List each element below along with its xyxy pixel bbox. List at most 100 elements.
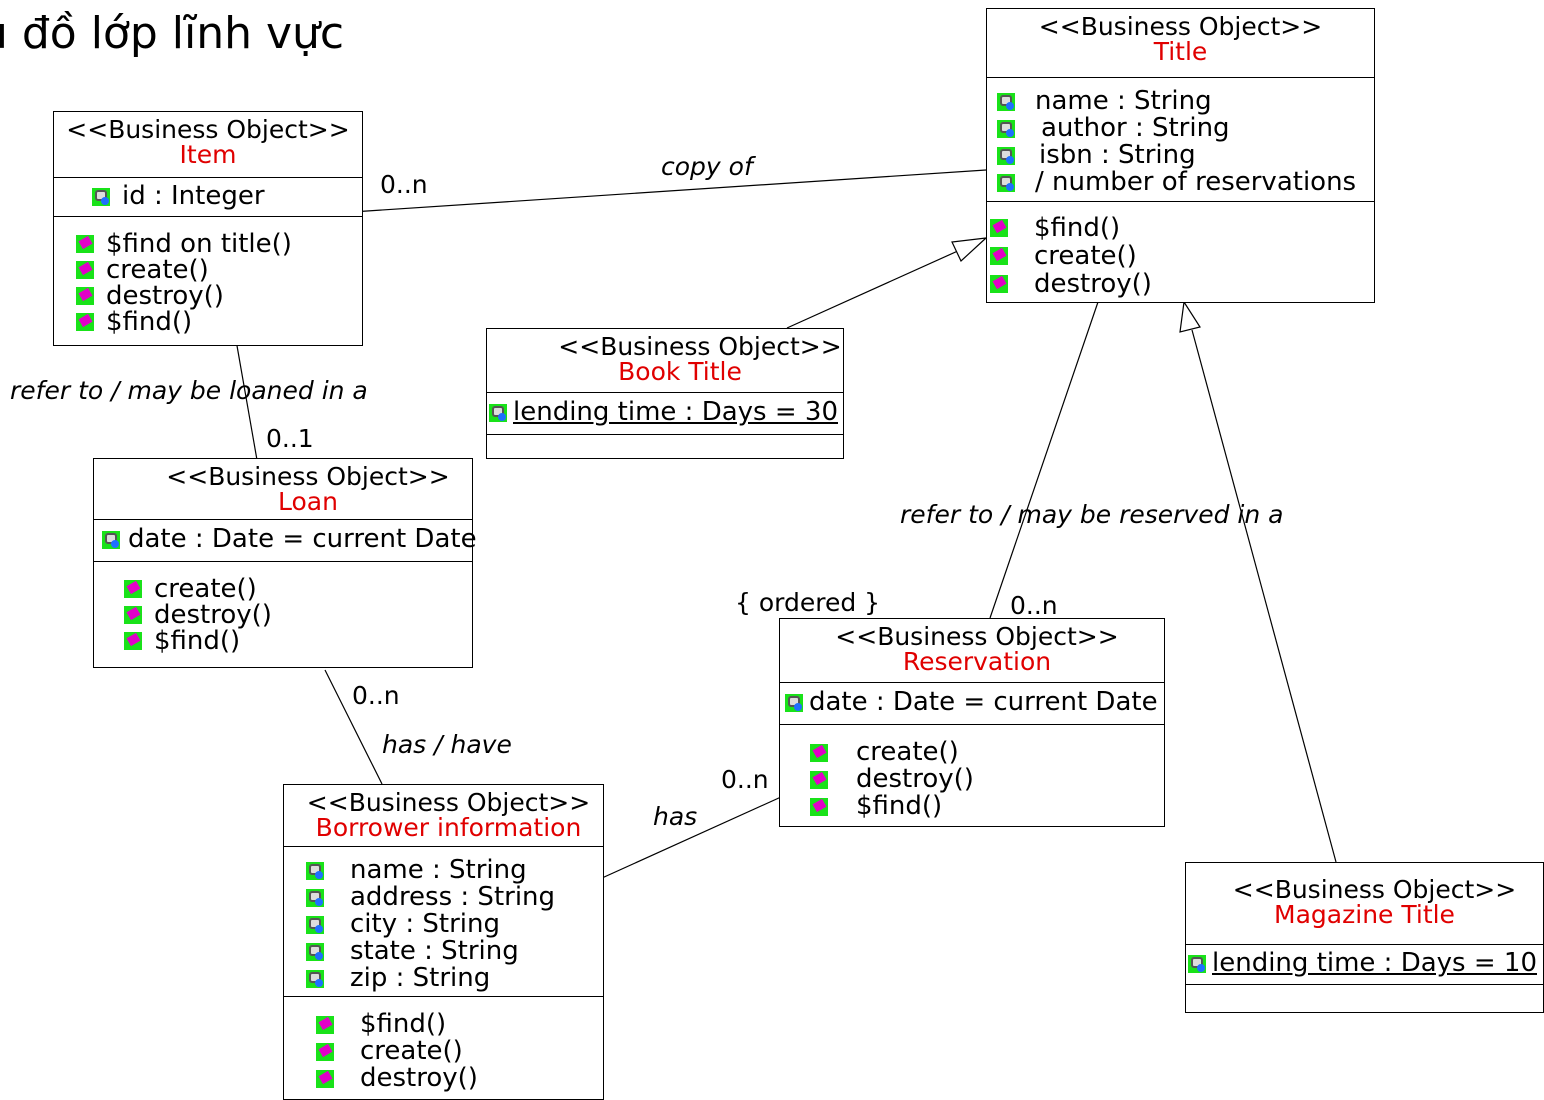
association-label-has-have: has / have [382, 730, 512, 759]
operation-row: $find() [76, 309, 362, 335]
operation-icon [76, 287, 94, 305]
multiplicity-reservation-borrower: 0..n [721, 765, 769, 794]
operation-row: destroy() [990, 270, 1374, 298]
multiplicity-loan-borrower: 0..n [352, 681, 400, 710]
class-reservation[interactable]: <<Business Object>> Reservation date : D… [779, 618, 1165, 827]
attribute-row: id : Integer [92, 183, 362, 210]
book-title-inheritance-arrow [951, 237, 988, 262]
loan-borrower-line [324, 669, 383, 785]
magazine-generalization-line [1191, 329, 1337, 863]
operation-row: destroy() [810, 766, 1164, 793]
class-name: Loan [278, 487, 338, 516]
lock-attribute-icon [1188, 954, 1206, 973]
lock-attribute-icon [306, 969, 324, 988]
lock-attribute-icon [997, 173, 1015, 192]
page-title: u đồ lớp lĩnh vực [0, 8, 345, 59]
association-label-has: has [653, 802, 698, 831]
operation-row: create() [990, 242, 1374, 270]
class-loan[interactable]: <<Business Object>> Loan date : Date = c… [93, 458, 477, 668]
operation-icon [990, 219, 1008, 237]
attribute-row: isbn : String [997, 142, 1374, 169]
lock-attribute-icon [306, 942, 324, 961]
stereotype: <<Business Object>> [1232, 875, 1517, 904]
operation-row: create() [810, 739, 1164, 766]
operation-icon [316, 1042, 334, 1061]
operation-icon [990, 275, 1008, 293]
constraint-ordered: { ordered } [735, 588, 881, 617]
operation-icon [124, 606, 142, 624]
lock-attribute-icon [102, 530, 120, 549]
operation-row: $find() [316, 1011, 603, 1038]
class-name: Magazine Title [1274, 900, 1455, 929]
class-item[interactable]: <<Business Object>> Item id : Integer $f… [53, 111, 363, 346]
class-name: Title [1153, 37, 1208, 66]
operation-icon [990, 247, 1008, 265]
lock-attribute-icon [92, 187, 110, 206]
operation-icon [76, 261, 94, 279]
class-name: Borrower information [315, 813, 582, 842]
attribute-row: date : Date = current Date [102, 526, 477, 553]
association-label-copy-of: copy of [661, 152, 753, 181]
operation-icon [76, 313, 94, 331]
attribute-row: state : String [306, 938, 603, 965]
class-name: Book Title [618, 357, 742, 386]
lock-attribute-icon [785, 693, 803, 712]
operation-row: destroy() [124, 602, 472, 628]
operation-icon [124, 580, 142, 598]
operation-row: $find on title() [76, 231, 362, 257]
stereotype: <<Business Object>> [166, 462, 450, 491]
operation-icon [76, 235, 94, 253]
class-title[interactable]: <<Business Object>> Title name : String … [986, 8, 1375, 303]
operation-icon [316, 1069, 334, 1088]
lock-attribute-icon [306, 888, 324, 907]
attribute-row: lending time : Days = 30 [489, 399, 843, 426]
copy-of-line [351, 169, 987, 213]
lock-attribute-icon [997, 146, 1015, 165]
multiplicity-item-copy: 0..n [380, 170, 428, 199]
attribute-row: date : Date = current Date [785, 689, 1164, 716]
class-name: Item [179, 140, 237, 169]
operation-row: create() [76, 257, 362, 283]
attribute-row: / number of reservations [997, 169, 1374, 196]
lock-attribute-icon [997, 92, 1015, 111]
operation-row: $find() [990, 214, 1374, 242]
lock-attribute-icon [489, 403, 507, 422]
borrower-reservation-line [601, 796, 782, 879]
attribute-row: city : String [306, 911, 603, 938]
lock-attribute-icon [306, 915, 324, 934]
reservation-title-line [989, 301, 1099, 619]
attribute-row: address : String [306, 884, 603, 911]
operation-icon [810, 797, 828, 816]
attribute-row: zip : String [306, 965, 603, 992]
operation-icon [316, 1015, 334, 1034]
operation-row: destroy() [316, 1065, 603, 1092]
stereotype: <<Business Object>> [66, 115, 350, 144]
operation-icon [124, 632, 142, 650]
operation-icon [810, 743, 828, 762]
book-title-generalization-line [786, 249, 961, 329]
association-label-loaned-in: refer to / may be loaned in a [10, 376, 368, 405]
class-borrower-information[interactable]: <<Business Object>> Borrower information… [283, 784, 604, 1100]
magazine-inheritance-arrow [1179, 300, 1201, 333]
class-name: Reservation [902, 647, 1052, 676]
association-label-reserved-in: refer to / may be reserved in a [900, 500, 1284, 529]
stereotype: <<Business Object>> [558, 332, 842, 361]
operation-row: $find() [810, 793, 1164, 820]
operation-icon [810, 770, 828, 789]
stereotype: <<Business Object>> [1038, 12, 1323, 41]
stereotype: <<Business Object>> [306, 788, 591, 817]
loan-item-line [235, 339, 258, 461]
multiplicity-loan-item: 0..1 [266, 424, 314, 453]
lock-attribute-icon [306, 861, 324, 880]
operation-row: destroy() [76, 283, 362, 309]
multiplicity-reservation-title: 0..n [1010, 591, 1058, 620]
operation-row: create() [124, 576, 472, 602]
stereotype: <<Business Object>> [835, 622, 1119, 651]
class-book-title[interactable]: <<Business Object>> Book Title lending t… [486, 328, 844, 459]
class-magazine-title[interactable]: <<Business Object>> Magazine Title lendi… [1185, 862, 1544, 1013]
attribute-row: name : String [997, 88, 1374, 115]
operation-row: create() [316, 1038, 603, 1065]
operation-row: $find() [124, 628, 472, 654]
attribute-row: lending time : Days = 10 [1188, 950, 1543, 977]
